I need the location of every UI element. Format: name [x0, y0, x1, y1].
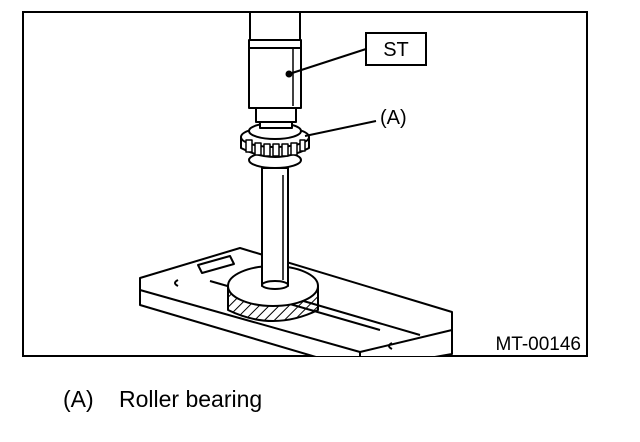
- st-leader-line: [288, 48, 367, 75]
- shaft: [261, 167, 289, 290]
- special-tool: [248, 12, 302, 129]
- st-callout-label: ST: [383, 39, 409, 61]
- legend-label: Roller bearing: [119, 386, 263, 412]
- legend-row: (A) Roller bearing: [63, 384, 262, 414]
- figure-id: MT-00146: [495, 334, 581, 355]
- st-callout-box: [365, 32, 427, 66]
- roller-bearing: [240, 122, 310, 169]
- bearing-callout-label: (A): [380, 107, 407, 129]
- a-leader-line: [304, 120, 377, 137]
- legend-key: (A): [63, 386, 94, 412]
